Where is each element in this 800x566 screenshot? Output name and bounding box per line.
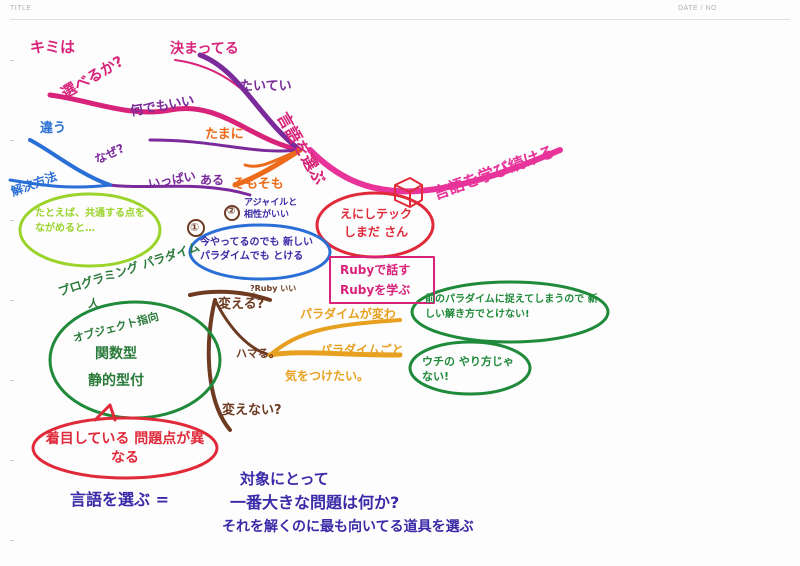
branch-purple: [197, 52, 303, 153]
label-tamani: たまに: [205, 127, 244, 142]
label-focus: 着目している 問題点が異なる: [45, 431, 205, 466]
label-paradigm-shift: パラダイムが変わ: [300, 307, 396, 321]
label-ruby-lit: ?Ruby いいよ: [250, 284, 297, 301]
branch-blue: [28, 138, 112, 187]
bubble-blue: [188, 223, 332, 281]
label-list-static: 静的型付: [88, 373, 144, 389]
bubble-red: [31, 416, 219, 480]
branch-magenta: [47, 92, 303, 153]
margin-tick: [10, 540, 14, 541]
label-agile: アジャイルと相性がいい: [244, 198, 298, 220]
margin-tick: [10, 380, 14, 381]
label-bottom-left: 言語を選ぶ =: [70, 490, 169, 509]
label-kiotsuke: 気をつけたい。: [285, 369, 370, 383]
branch-brown-3: [213, 298, 272, 357]
branch-orange-2: [243, 148, 302, 168]
circle-1: [187, 219, 205, 237]
label-shinai: 今やってるのでも 新しいパラダイムでも とける: [200, 237, 313, 262]
label-hamaru: ハマる。: [236, 347, 280, 360]
branch-blue-2: [8, 178, 112, 189]
branch-purple-3: [108, 183, 252, 197]
branch-purple-2: [148, 138, 302, 153]
date-label: DATE / NO: [678, 5, 717, 12]
bubble-red-tail: [93, 403, 117, 422]
bubble-lime: [18, 192, 162, 268]
label-chigau: 違う: [40, 121, 67, 136]
branch-brown-2: [206, 298, 232, 432]
bubble-green-uchi: [408, 340, 532, 396]
bubble-green-right: [410, 280, 610, 344]
label-num2: ②: [227, 206, 236, 217]
branch-orange: [232, 147, 303, 188]
branch-pink: [307, 147, 563, 195]
box-icon: [394, 177, 423, 208]
label-list-func: 関数型: [95, 346, 137, 362]
label-old-para: 前のパラダイムに捉えてしまうので 新しい解き方でとけない!: [425, 294, 598, 320]
header-rule: [10, 19, 790, 20]
label-num1: ①: [190, 221, 200, 234]
label-tatoeba: たとえば、共通する点をながめると…: [35, 208, 145, 234]
label-kaenai: 変えない?: [222, 403, 282, 418]
label-kimi: キミは: [30, 38, 76, 56]
label-ruby-speak: Rubyで話す: [340, 263, 411, 277]
margin-tick: [10, 460, 14, 461]
label-bottom-3: それを解くのに最も向いてる道具を選ぶ: [222, 519, 474, 535]
margin-tick: [10, 60, 14, 61]
label-aru: ある: [200, 173, 225, 187]
label-paradigm2: パラダイムごと: [320, 343, 404, 357]
label-taitei: たいてい: [240, 79, 292, 94]
sheet-header: TITLE DATE / NO: [0, 0, 800, 20]
label-company: えにしテック しまだ さん: [339, 207, 412, 239]
margin-tick: [10, 220, 14, 221]
branch-yellow: [268, 318, 402, 357]
label-bottom-1: 対象にとって: [240, 470, 329, 488]
label-uchi: ウチの やり方じゃない!: [422, 355, 514, 384]
title-label: TITLE: [10, 5, 32, 12]
margin-tick: [10, 140, 14, 141]
label-kimatteru: 決まってる: [170, 41, 239, 57]
label-kaeru: 変える?: [218, 297, 265, 312]
branch-yellow-2: [267, 350, 403, 358]
label-ruby-learn: Rubyを学ぶ: [340, 283, 411, 297]
box-ruby: [329, 256, 435, 304]
circle-2: [224, 205, 240, 221]
label-somosomo: そもそも: [232, 177, 284, 192]
branch-brown: [188, 289, 272, 302]
label-hito: 人: [88, 297, 99, 310]
margin-tick: [10, 300, 14, 301]
label-bottom-2: 一番大きな問題は何か?: [230, 493, 400, 512]
